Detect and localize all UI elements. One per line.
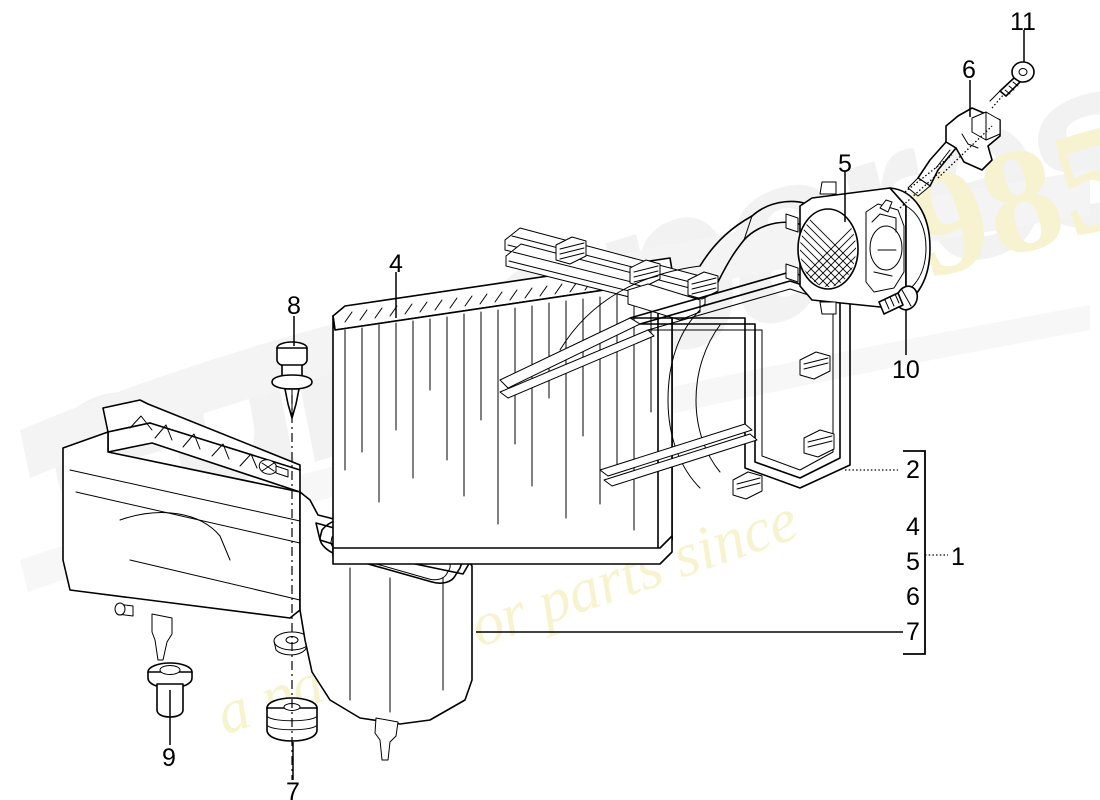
part-4-air-filter-element <box>332 257 673 565</box>
cover-clamp-6 <box>803 429 835 458</box>
part-2-air-cleaner-cover <box>499 200 851 500</box>
bracket-member-5: 5 <box>906 548 920 576</box>
callout-label-5: 5 <box>838 150 852 178</box>
part-6-air-temperature-sensor <box>907 107 1001 197</box>
exploded-axis-11 <box>991 93 1005 109</box>
assembly-bracket <box>903 450 926 655</box>
cover-clamp-1 <box>555 236 587 265</box>
bracket-member-4: 4 <box>906 513 920 541</box>
air-cleaner-lower-housing <box>62 399 311 661</box>
callout-label-2: 2 <box>906 456 920 484</box>
callout-label-9: 9 <box>162 744 176 772</box>
part-5-mass-air-flow-sensor <box>785 181 931 315</box>
callout-label-4: 4 <box>389 250 403 278</box>
bracket-member-7: 7 <box>906 618 920 646</box>
cover-clamp-3 <box>687 271 719 300</box>
bracket-member-6: 6 <box>906 583 920 611</box>
callout-label-10: 10 <box>892 356 920 384</box>
cover-clamp-2 <box>629 259 661 288</box>
part-10-screw <box>878 285 919 315</box>
exploded-axis-6b <box>899 171 941 209</box>
callout-label-11: 11 <box>1010 8 1036 36</box>
part-9-buffer-stop <box>147 662 193 718</box>
exploded-axis-6c <box>937 125 993 179</box>
callout-label-6: 6 <box>962 56 976 84</box>
cover-clamp-4 <box>732 471 763 500</box>
exploded-axis-6 <box>904 154 953 193</box>
callout-label-8: 8 <box>287 292 301 320</box>
callout-label-1: 1 <box>951 543 965 571</box>
callout-labels: 11 6 5 10 4 8 9 7 2 1 4 5 6 7 <box>162 8 1036 800</box>
callout-leaders <box>169 30 1025 780</box>
callout-label-7: 7 <box>286 778 300 800</box>
cover-clamp-5 <box>799 351 831 380</box>
part-11-screw <box>989 61 1035 102</box>
watermark-swash-2 <box>20 305 1090 592</box>
bracket-outline <box>903 450 926 655</box>
